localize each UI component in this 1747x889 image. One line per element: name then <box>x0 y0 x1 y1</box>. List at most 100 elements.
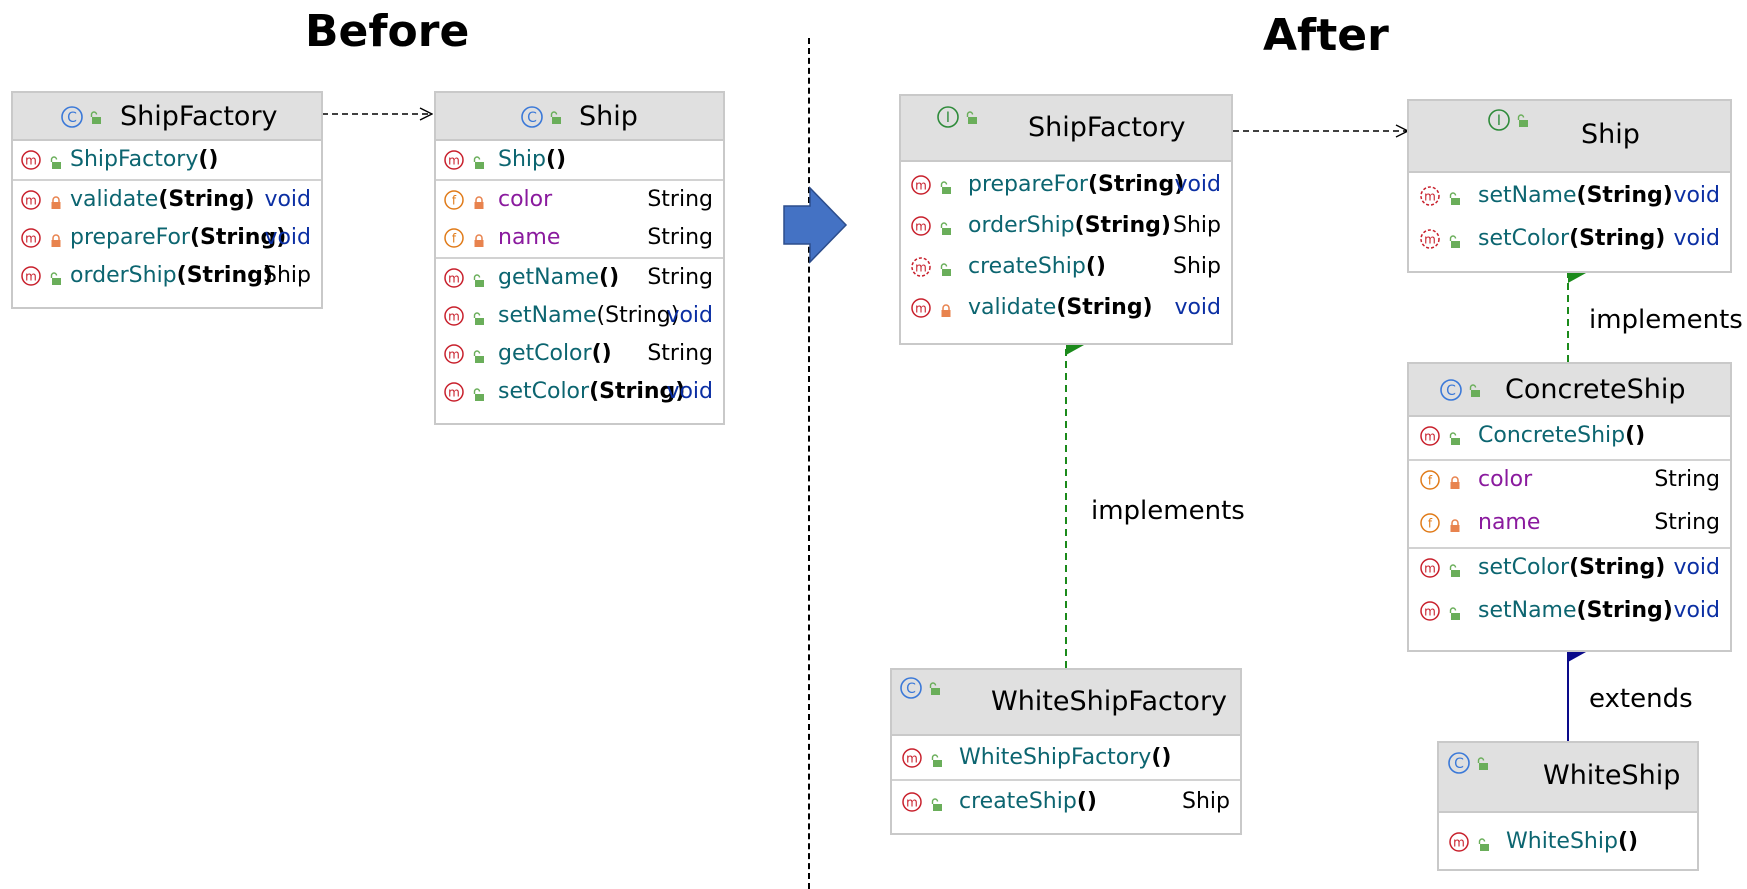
method-args: (String) <box>1056 295 1153 320</box>
public-access-icon <box>1448 427 1462 452</box>
fields-section: f color String f name String <box>1409 461 1730 549</box>
constructor-args: () <box>198 147 219 172</box>
after-whiteshipfactory-class[interactable]: C WhiteShipFactory m WhiteShipFactory() … <box>890 668 1242 835</box>
method-args: (String) <box>189 225 287 250</box>
public-access-icon <box>1468 383 1482 402</box>
svg-text:m: m <box>448 310 460 324</box>
method-name: getName <box>498 265 600 290</box>
fields-section: f color String f name String <box>436 181 723 259</box>
class-name: WhiteShipFactory <box>991 686 1228 717</box>
method-icon: m <box>443 343 465 371</box>
field-row[interactable]: f name String <box>436 219 723 257</box>
method-row[interactable]: m setColor(String) void <box>436 373 723 411</box>
public-access-icon <box>1516 113 1530 132</box>
public-access-icon <box>1477 833 1491 858</box>
method-icon: m <box>1419 425 1441 453</box>
after-ship-interface[interactable]: I Ship m setName(String) void m setColor… <box>1407 99 1732 273</box>
after-whiteship-class[interactable]: C WhiteShip m WhiteShip() <box>1437 741 1699 871</box>
constructor-row[interactable]: m Ship() <box>436 141 723 179</box>
field-row[interactable]: f name String <box>1409 504 1730 547</box>
method-row[interactable]: m setName(String) void <box>1409 177 1730 220</box>
class-icon: C <box>1439 378 1463 406</box>
field-type: String <box>1654 467 1720 492</box>
method-icon: m <box>443 149 465 177</box>
field-name: name <box>1478 510 1541 535</box>
after-concreteship-class[interactable]: C ConcreteShip m ConcreteShip() f color … <box>1407 362 1732 652</box>
method-row[interactable]: m validate(String) void <box>901 289 1231 330</box>
public-access-icon <box>928 681 942 700</box>
method-name: setColor <box>1478 555 1570 580</box>
constructor-row[interactable]: m ConcreteShip() <box>1409 417 1730 459</box>
constructor-row[interactable]: m WhiteShipFactory() <box>892 739 1240 779</box>
private-lock-icon <box>472 229 486 254</box>
field-row[interactable]: f color String <box>1409 461 1730 504</box>
private-lock-icon <box>1448 471 1462 496</box>
method-row[interactable]: m validate(String) void <box>13 181 321 219</box>
method-row[interactable]: m prepareFor(String) void <box>13 219 321 257</box>
method-args: (String) <box>1576 598 1673 623</box>
svg-text:m: m <box>1453 836 1465 850</box>
method-row[interactable]: m setName(String) void <box>436 297 723 335</box>
method-name: orderShip <box>70 263 177 288</box>
private-lock-icon <box>472 191 486 216</box>
return-type: void <box>1174 172 1221 197</box>
svg-text:I: I <box>1497 113 1501 129</box>
method-row[interactable]: m getName() String <box>436 259 723 297</box>
return-type: void <box>1673 555 1720 580</box>
svg-text:C: C <box>1454 756 1464 772</box>
constructor-name: Ship <box>498 147 546 172</box>
public-access-icon <box>49 267 63 292</box>
method-row[interactable]: m orderShip(String) Ship <box>901 207 1231 248</box>
method-args: () <box>1076 789 1097 814</box>
method-icon: m <box>20 265 42 293</box>
svg-text:f: f <box>1428 474 1433 488</box>
constructor-row[interactable]: m ShipFactory() <box>13 141 321 179</box>
after-shipfactory-interface[interactable]: I ShipFactory m prepareFor(String) void … <box>899 94 1233 345</box>
before-shipfactory-class[interactable]: C ShipFactory m ShipFactory() m validate… <box>11 91 323 309</box>
method-icon: m <box>901 791 923 819</box>
field-icon: f <box>1419 512 1441 540</box>
constructor-row[interactable]: m WhiteShip() <box>1439 823 1697 863</box>
svg-text:m: m <box>448 272 460 286</box>
return-type: String <box>647 341 713 366</box>
public-access-icon <box>1476 756 1490 775</box>
return-type: void <box>264 187 311 212</box>
right-arrow-icon <box>783 186 848 264</box>
implements-label-ship: implements <box>1589 305 1743 335</box>
method-row[interactable]: m createShip() Ship <box>901 248 1231 289</box>
method-row[interactable]: m setColor(String) void <box>1409 549 1730 592</box>
return-type: void <box>666 303 713 328</box>
method-row[interactable]: m getColor() String <box>436 335 723 373</box>
field-icon: f <box>443 189 465 217</box>
method-icon: m <box>443 381 465 409</box>
svg-text:f: f <box>1428 517 1433 531</box>
field-icon: f <box>1419 469 1441 497</box>
method-icon: m <box>1419 557 1441 585</box>
public-access-icon <box>939 176 953 201</box>
return-type: void <box>666 379 713 404</box>
public-access-icon <box>549 110 563 129</box>
before-after-divider <box>808 38 810 889</box>
method-row[interactable]: m createShip() Ship <box>892 783 1240 823</box>
private-lock-icon <box>49 229 63 254</box>
abstract-method-icon: m <box>1419 185 1441 213</box>
svg-text:m: m <box>25 194 37 208</box>
return-type: void <box>264 225 311 250</box>
svg-text:C: C <box>527 110 537 126</box>
constructors-section: m Ship() <box>436 141 723 181</box>
return-type: String <box>647 265 713 290</box>
method-row[interactable]: m prepareFor(String) void <box>901 166 1231 207</box>
field-row[interactable]: f color String <box>436 181 723 219</box>
before-ship-class[interactable]: C Ship m Ship() f color String f name St… <box>434 91 725 425</box>
methods-section: m setName(String) void m setColor(String… <box>1409 173 1730 263</box>
public-access-icon <box>472 269 486 294</box>
method-row[interactable]: m setName(String) void <box>1409 592 1730 635</box>
method-args: () <box>591 341 612 366</box>
public-access-icon <box>939 258 953 283</box>
field-type: String <box>1654 510 1720 535</box>
svg-text:m: m <box>915 179 927 193</box>
method-icon: m <box>20 189 42 217</box>
method-name: createShip <box>959 789 1077 814</box>
method-row[interactable]: m setColor(String) void <box>1409 220 1730 263</box>
method-row[interactable]: m orderShip(String) Ship <box>13 257 321 295</box>
